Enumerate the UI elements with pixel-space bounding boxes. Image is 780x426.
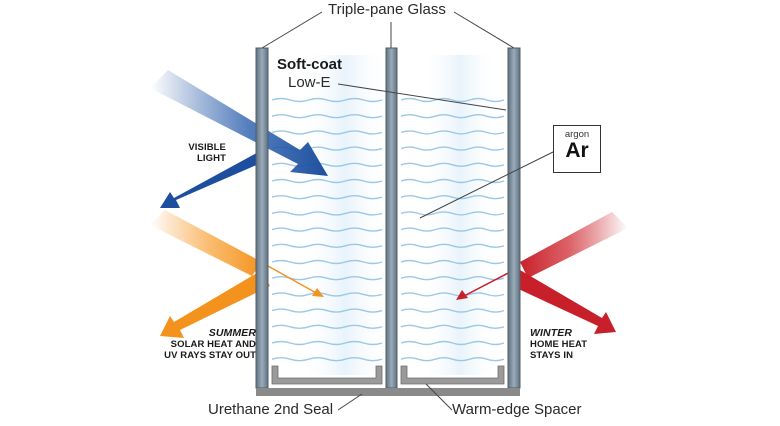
- warm-edge-spacer-label: Warm-edge Spacer: [452, 401, 582, 418]
- winter-label: WINTER HOME HEAT STAYS IN: [530, 327, 588, 362]
- warm-edge-spacer-left: [271, 365, 383, 385]
- low-e-label: Low-E: [288, 74, 331, 91]
- summer-label: SUMMER SOLAR HEAT AND UV RAYS STAY OUT: [150, 327, 256, 362]
- argon-wave-line: [271, 114, 383, 119]
- argon-wave-line: [400, 243, 505, 248]
- summer-title: SUMMER: [208, 327, 256, 339]
- argon-wave-line: [271, 97, 383, 103]
- argon-wave-line: [271, 130, 383, 135]
- summer-line2: UV RAYS STAY OUT: [164, 350, 256, 361]
- argon-wave-line: [271, 178, 383, 184]
- leader-low-e: [337, 83, 507, 111]
- glass-pane-middle: [385, 47, 398, 389]
- argon-wave-line: [271, 162, 383, 167]
- leader-triple-pane-left: [261, 11, 323, 49]
- argon-wave-line: [400, 178, 505, 184]
- argon-wave-line: [400, 357, 505, 362]
- summer-line1: SOLAR HEAT AND: [170, 339, 256, 350]
- argon-wave-line: [400, 97, 505, 103]
- argon-wave-line: [271, 324, 383, 329]
- urethane-seal: [256, 388, 520, 396]
- argon-wave-line: [271, 292, 383, 297]
- leader-argon: [419, 151, 554, 219]
- argon-wave-line: [400, 324, 505, 329]
- argon-wave-line: [400, 227, 505, 232]
- glass-pane-inner: [507, 47, 521, 389]
- warm-edge-spacer-right: [400, 365, 505, 385]
- leader-urethane: [337, 393, 363, 411]
- visible-light-reflected-arrow: [160, 150, 268, 208]
- summer-heat-incoming-arrow: [150, 210, 262, 276]
- argon-wave-line: [400, 162, 505, 167]
- winter-title: WINTER: [530, 327, 573, 339]
- winter-heat-reflected-arrow: [512, 270, 616, 334]
- argon-callout-box: argon Ar: [553, 125, 601, 173]
- argon-wave-line: [271, 357, 383, 362]
- argon-wave-line: [271, 211, 383, 216]
- argon-wave-line: [400, 114, 505, 119]
- argon-wave-line: [400, 292, 505, 297]
- triple-pane-label: Triple-pane Glass: [328, 1, 446, 18]
- argon-gas-waves: [271, 97, 505, 362]
- summer-thin-ray: [267, 265, 319, 295]
- winter-heat-outgoing-arrow: [520, 212, 628, 278]
- winter-line2: STAYS IN: [530, 350, 574, 361]
- leader-spacer: [425, 383, 453, 411]
- argon-wave-line: [400, 276, 505, 281]
- winter-thin-ray: [463, 269, 515, 297]
- visible-light-label: VISIBLE LIGHT: [185, 142, 226, 164]
- argon-wave-line: [400, 195, 505, 200]
- leader-triple-pane-right: [453, 11, 515, 49]
- argon-wave-line: [400, 340, 505, 346]
- visible-light-incoming-arrow: [150, 70, 328, 176]
- summer-thin-ray-head: [312, 288, 324, 297]
- argon-word: argon: [564, 129, 590, 140]
- argon-wave-line: [400, 130, 505, 135]
- argon-wave-line: [400, 308, 505, 313]
- urethane-seal-label: Urethane 2nd Seal: [208, 401, 334, 418]
- winter-line1: HOME HEAT: [530, 339, 588, 350]
- visible-light-line1: VISIBLE: [188, 142, 226, 153]
- summer-heat-reflected-arrow: [160, 270, 270, 338]
- argon-wave-line: [271, 340, 383, 346]
- argon-wave-line: [400, 146, 505, 151]
- visible-light-line2: LIGHT: [197, 153, 226, 164]
- glass-pane-outer: [255, 47, 269, 389]
- argon-wave-line: [271, 195, 383, 200]
- soft-coat-label: Soft-coat: [277, 56, 342, 73]
- argon-wave-line: [400, 211, 505, 216]
- argon-symbol: Ar: [565, 139, 589, 162]
- winter-thin-ray-head: [456, 290, 468, 300]
- argon-wave-line: [271, 243, 383, 248]
- argon-wave-line: [271, 227, 383, 232]
- argon-wave-line: [271, 308, 383, 313]
- argon-wave-line: [400, 259, 505, 265]
- argon-wave-line: [271, 259, 383, 265]
